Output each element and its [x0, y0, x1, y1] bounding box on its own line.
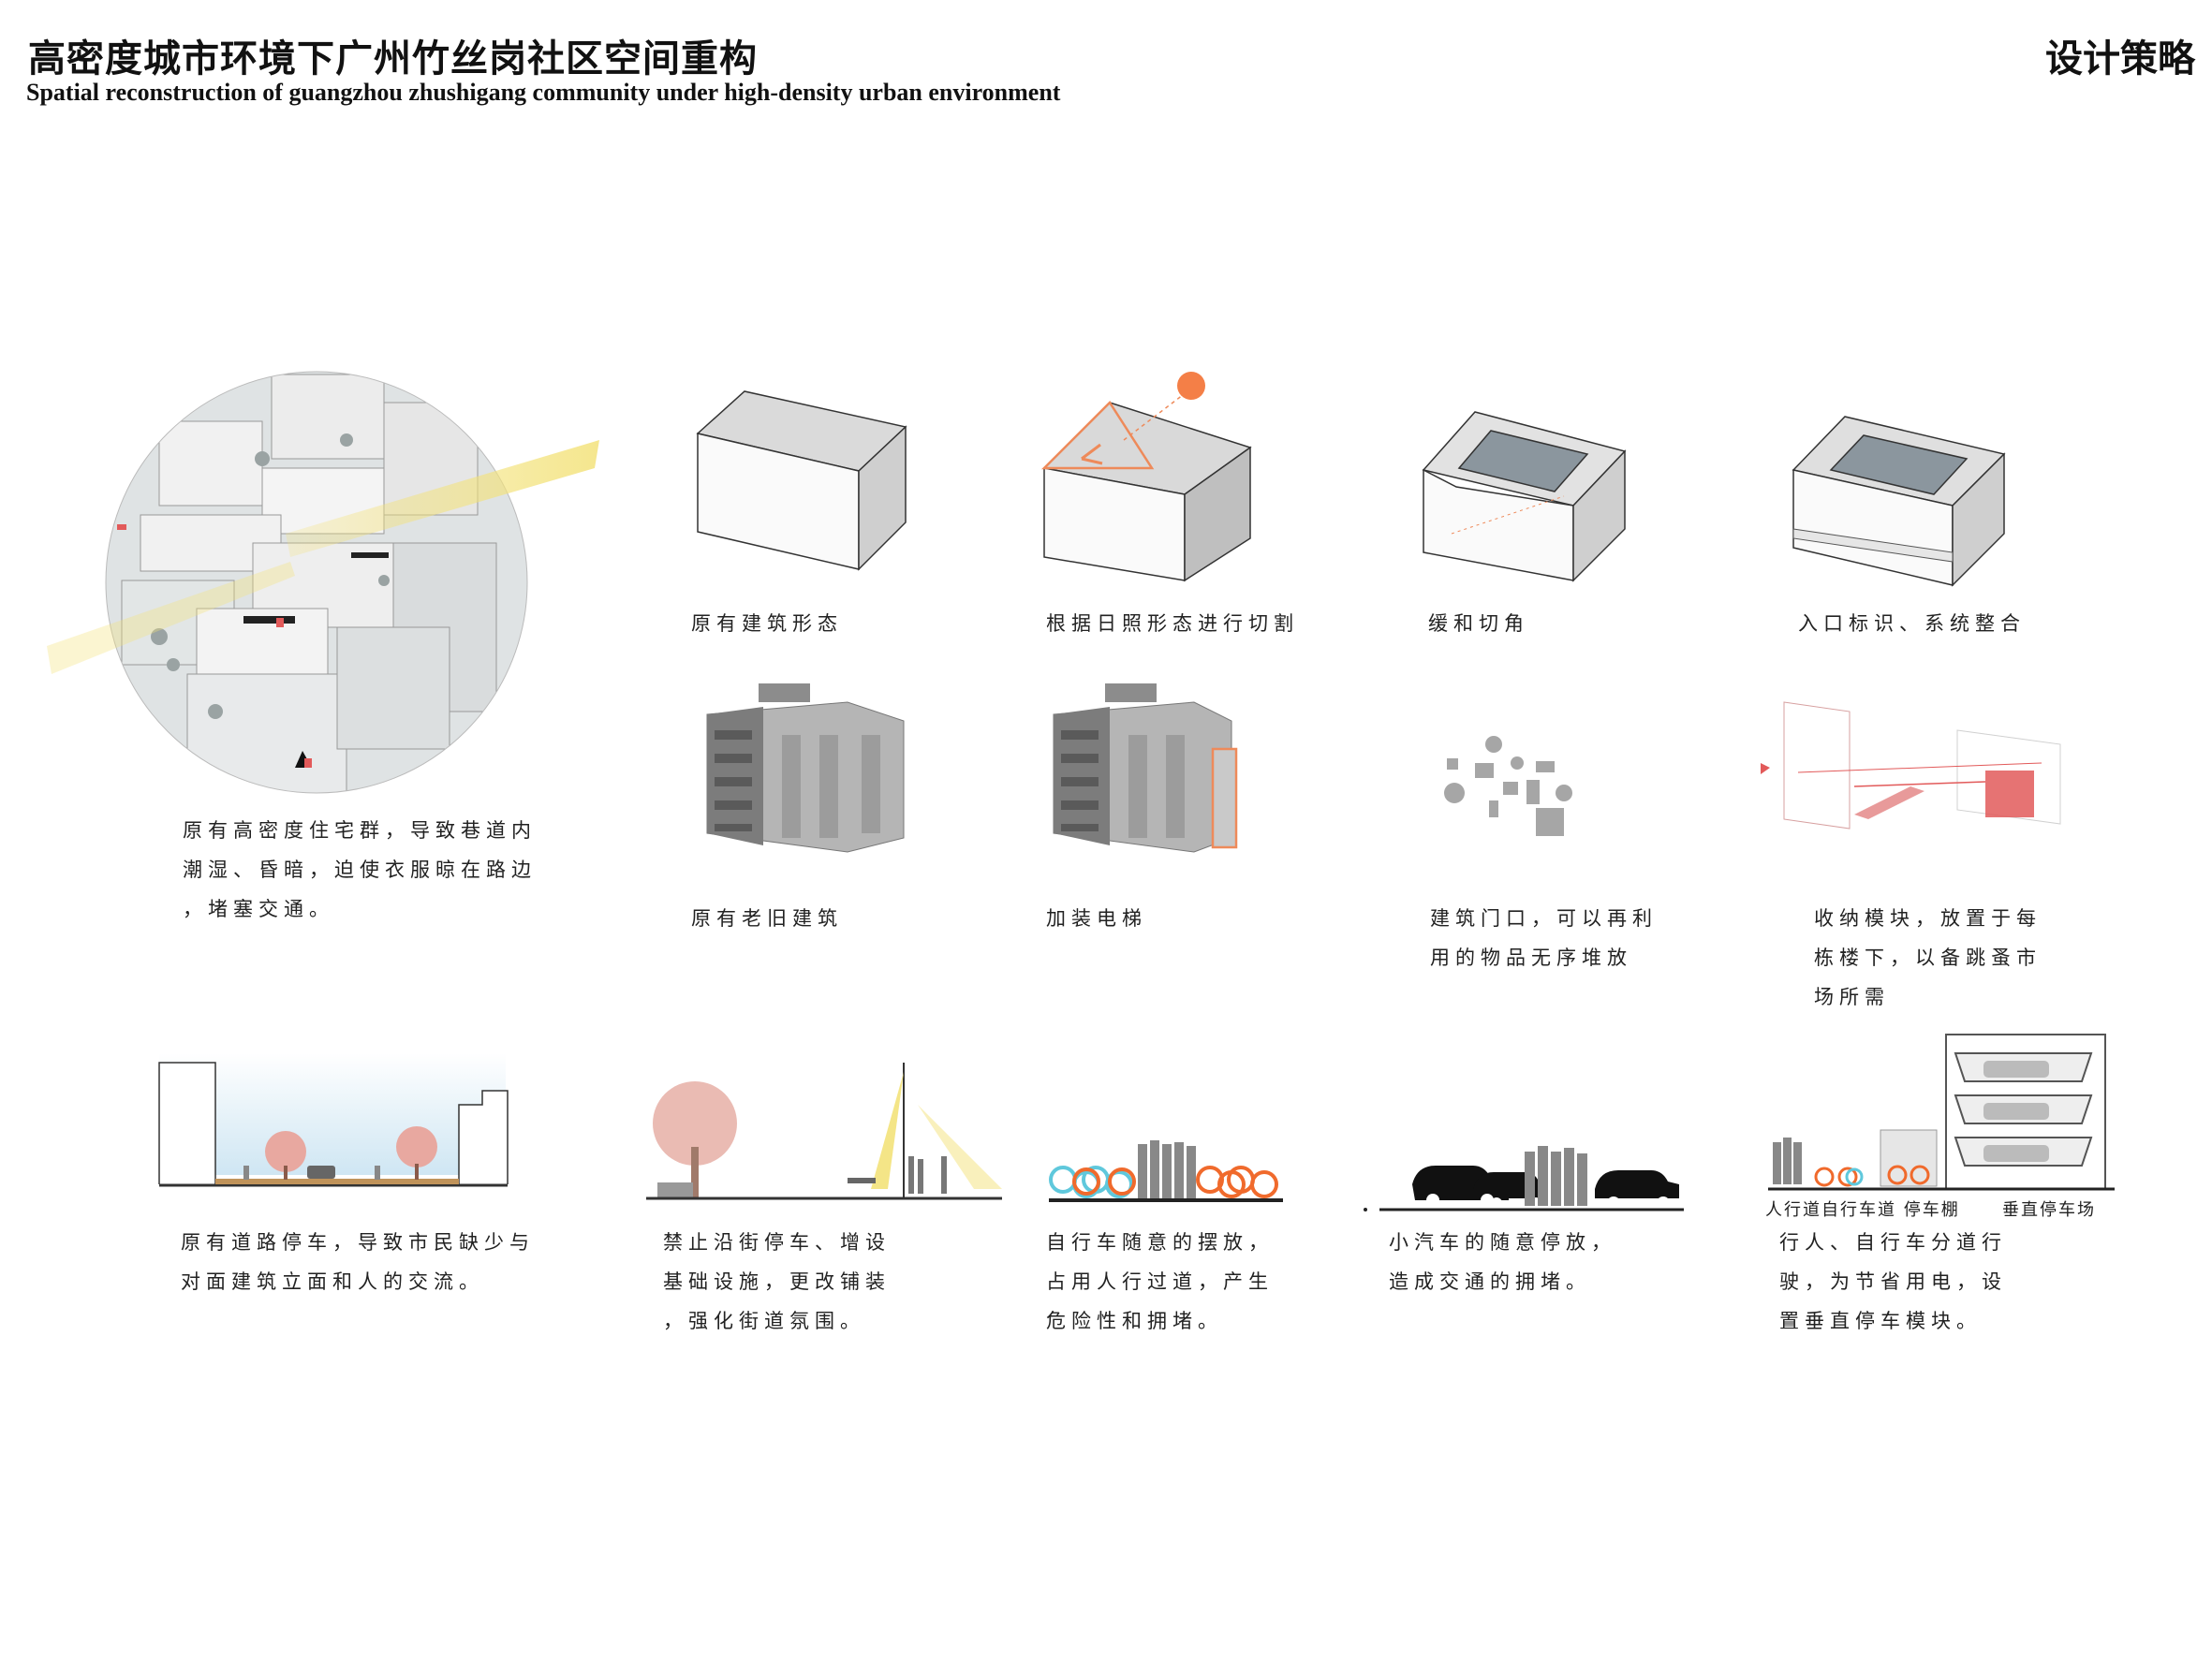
caption-line: 原有道路停车，导致市民缺少与: [181, 1231, 535, 1254]
box-entrance-diagram: [1792, 416, 2006, 587]
caption-line: 行人、自行车分道行: [1779, 1231, 2007, 1254]
caption-box-cut: 根据日照形态进行切割: [1046, 612, 1299, 635]
caption-line: 原有高密度住宅群，导致巷道内: [183, 819, 537, 842]
label-vertical-parking: 垂直停车场: [2002, 1200, 2096, 1220]
cars-section: [1364, 1146, 1684, 1211]
caption-line: ，强化街道氛围。: [663, 1310, 865, 1332]
caption-line: 栋楼下，以备跳蚤市: [1814, 947, 2042, 969]
caption-cars: 小汽车的随意停放， 造成交通的拥堵。: [1389, 1223, 1616, 1301]
caption-line: 造成交通的拥堵。: [1389, 1270, 1591, 1293]
caption-line: 收纳模块，放置于每: [1814, 907, 2042, 930]
clutter-diagram: [1444, 736, 1572, 836]
caption-separate: 行人、自行车分道行 驶，为节省用电，设 置垂直停车模块。: [1779, 1223, 2007, 1341]
road-parking-section: [158, 1053, 509, 1187]
page-title: 高密度城市环境下广州竹丝岗社区空间重构: [28, 37, 758, 81]
box-original-diagram: [696, 390, 907, 571]
caption-bikes: 自行车随意的摆放， 占用人行过道，产生 危险性和拥堵。: [1046, 1223, 1274, 1341]
label-sidewalk-bikelane-shed: 人行道自行车道 停车棚: [1765, 1200, 1960, 1220]
caption-box-entrance: 入口标识、系统整合: [1798, 612, 2026, 635]
caption-box-chamfer: 缓和切角: [1428, 612, 1529, 635]
caption-box-original: 原有建筑形态: [691, 612, 843, 635]
caption-line: 基础设施，更改铺装: [663, 1270, 891, 1293]
sun-icon: [1177, 372, 1205, 400]
page-subtitle: Spatial reconstruction of guangzhou zhus…: [26, 79, 1061, 106]
caption-line: 自行车随意的摆放，: [1046, 1231, 1274, 1254]
storage-module-diagram: [1761, 701, 2061, 830]
vertical-parking-section: [1768, 1034, 2115, 1191]
section-title: 设计策略: [2045, 37, 2195, 81]
caption-clutter: 建筑门口，可以再利 用的物品无序堆放: [1430, 899, 1658, 977]
caption-line: 用的物品无序堆放: [1430, 947, 1632, 969]
caption-line: 禁止沿街停车、增设: [663, 1231, 891, 1254]
caption-line: 潮湿、昏暗，迫使衣服晾在路边: [183, 859, 537, 881]
caption-storage: 收纳模块，放置于每 栋楼下，以备跳蚤市 场所需: [1814, 899, 2042, 1017]
caption-no-parking: 禁止沿街停车、增设 基础设施，更改铺装 ，强化街道氛围。: [663, 1223, 891, 1341]
caption-line: 置垂直停车模块。: [1779, 1310, 1982, 1332]
caption-line: 驶，为节省用电，设: [1779, 1270, 2007, 1293]
elevator-diagram: [1053, 683, 1238, 853]
caption-line: 建筑门口，可以再利: [1430, 907, 1658, 930]
caption-line: 危险性和拥堵。: [1046, 1310, 1223, 1332]
caption-line: ，堵塞交通。: [183, 898, 334, 920]
caption-old-building: 原有老旧建筑: [691, 907, 843, 930]
caption-line: 占用人行过道，产生: [1046, 1270, 1274, 1293]
caption-road-parking: 原有道路停车，导致市民缺少与 对面建筑立面和人的交流。: [181, 1223, 535, 1301]
box-chamfer-diagram: [1422, 411, 1627, 582]
no-parking-section: [646, 1063, 1002, 1200]
caption-elevator: 加装电梯: [1046, 907, 1147, 930]
old-building-diagram: [706, 683, 905, 853]
box-cut-diagram: [1040, 372, 1252, 582]
aerial-circle-illustration: [47, 371, 599, 794]
caption-line: 对面建筑立面和人的交流。: [181, 1270, 484, 1293]
caption-line: 小汽车的随意停放，: [1389, 1231, 1616, 1254]
bikes-section: [1049, 1140, 1283, 1202]
caption-aerial: 原有高密度住宅群，导致巷道内 潮湿、昏暗，迫使衣服晾在路边 ，堵塞交通。: [183, 811, 537, 929]
caption-line: 场所需: [1814, 986, 1890, 1008]
